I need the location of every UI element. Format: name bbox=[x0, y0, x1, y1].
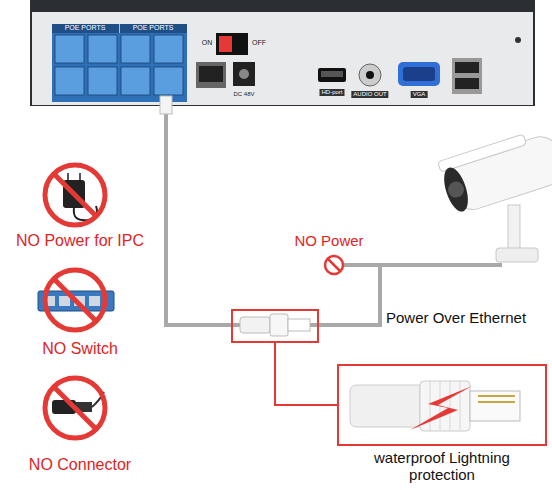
rj45-plug bbox=[288, 319, 310, 331]
ethernet-cable bbox=[343, 263, 380, 267]
ip-camera bbox=[437, 125, 552, 216]
prohibited-item: NO Connector bbox=[0, 376, 160, 476]
dc-jack-pin bbox=[239, 69, 249, 79]
camera-arm bbox=[508, 205, 520, 249]
waterproof-connector bbox=[240, 317, 270, 333]
nvr-rear-panel bbox=[32, 12, 533, 105]
warning-text: NO Connector bbox=[29, 456, 131, 474]
poe-port bbox=[154, 35, 183, 63]
poe-port bbox=[55, 67, 84, 95]
usb-port bbox=[452, 58, 482, 94]
panel-screw bbox=[515, 37, 521, 43]
switch-port bbox=[89, 296, 100, 306]
nvr-body bbox=[30, 0, 535, 106]
prohibit-sign bbox=[325, 256, 343, 274]
leader-line bbox=[275, 342, 338, 405]
poe-band-divider bbox=[119, 24, 120, 33]
thread-line bbox=[450, 381, 451, 431]
usb-socket bbox=[455, 62, 479, 73]
prohibit-slash bbox=[328, 259, 340, 271]
prohibit-sign bbox=[45, 270, 105, 330]
nvr-rear-panel: POE PORTS POE PORTS ON OFF DC 48V HD-port AUDI… bbox=[30, 0, 535, 106]
thread-line bbox=[460, 381, 461, 431]
lightning-bolt bbox=[410, 386, 472, 430]
prohibited-item: NO Switch bbox=[0, 268, 160, 360]
audio-jack-hole bbox=[366, 71, 374, 79]
power-rocker bbox=[219, 36, 232, 52]
switch-label: ON bbox=[202, 39, 213, 47]
switch-port bbox=[59, 296, 70, 306]
port-label: HD-port bbox=[319, 89, 344, 96]
poe-port bbox=[88, 35, 117, 63]
port-group-label: POE PORTS bbox=[133, 24, 174, 32]
power-switch bbox=[216, 33, 248, 55]
lan-socket bbox=[199, 66, 223, 82]
usb-socket bbox=[455, 78, 479, 89]
callout-caption: waterproof Lightning protection bbox=[372, 449, 512, 484]
prohibit-sign bbox=[45, 165, 105, 225]
prohibited-item: NO Power for IPC bbox=[0, 163, 160, 251]
poe-port bbox=[55, 35, 84, 63]
vga-socket bbox=[403, 67, 435, 81]
prohibit-sign bbox=[45, 378, 105, 438]
camera-sunshade bbox=[438, 134, 527, 172]
camera-base bbox=[496, 248, 538, 262]
poe-port bbox=[121, 67, 150, 95]
switch-label: OFF bbox=[252, 39, 266, 47]
adapter-prong bbox=[67, 173, 69, 180]
rj45-plug bbox=[160, 96, 172, 114]
prohibit-slash bbox=[54, 279, 96, 321]
poe-port bbox=[88, 67, 117, 95]
audio-jack bbox=[359, 64, 381, 86]
waterproof-connector bbox=[270, 314, 288, 336]
warning-text: NO Power bbox=[294, 232, 363, 249]
camera-front bbox=[439, 165, 472, 215]
poe-port-block bbox=[52, 24, 187, 102]
port-label: DC 48V bbox=[233, 91, 254, 98]
callout-box bbox=[338, 365, 546, 445]
poe-label-band bbox=[52, 24, 187, 33]
hdmi-socket bbox=[321, 71, 343, 77]
plug-pins bbox=[478, 401, 515, 403]
port-label: AUDIO OUT bbox=[351, 91, 388, 98]
plug-pins bbox=[478, 395, 515, 397]
poe-port bbox=[121, 35, 150, 63]
port-group-label: POE PORTS bbox=[65, 24, 106, 32]
vga-port bbox=[398, 62, 440, 86]
hdmi-port bbox=[318, 68, 346, 82]
camera-lens bbox=[446, 179, 466, 199]
port-label: VGA bbox=[411, 91, 428, 98]
cable-label: Power Over Ethernet bbox=[386, 309, 526, 326]
warning-text: NO Power for IPC bbox=[16, 232, 144, 250]
thread-line bbox=[430, 381, 431, 431]
connector-thread bbox=[420, 381, 470, 431]
poe-port bbox=[154, 67, 183, 95]
callout-box: waterproof Lightning protection bbox=[338, 365, 546, 487]
prohibit-slash bbox=[54, 174, 96, 216]
adapter-prong bbox=[79, 173, 81, 180]
prohibit-slash bbox=[54, 387, 96, 429]
lan-port bbox=[196, 62, 226, 88]
ethernet-cable bbox=[166, 112, 240, 325]
dc-jack bbox=[233, 62, 255, 86]
connector-boot bbox=[350, 385, 420, 427]
prohibited-item: NO Power bbox=[268, 230, 388, 276]
callout-frame bbox=[232, 310, 318, 342]
rj45-plug bbox=[470, 391, 520, 421]
warning-text: NO Switch bbox=[42, 340, 118, 358]
